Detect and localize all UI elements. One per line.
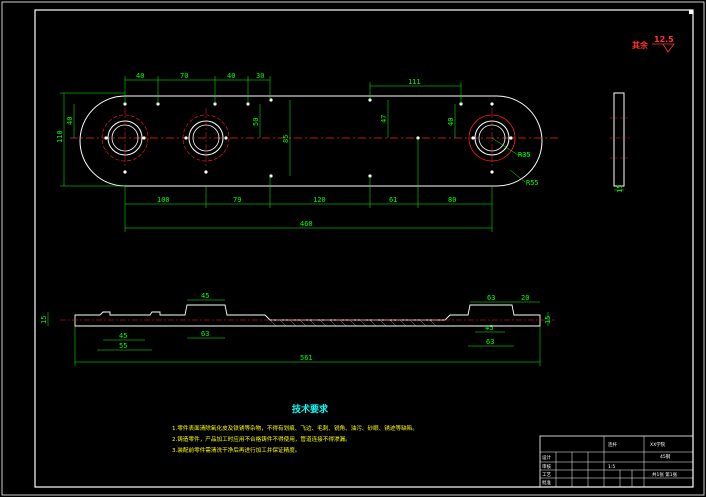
dimension-label: 100 [157,196,170,204]
dimension-label: 30 [256,72,264,80]
dimension-label: 连杆 [608,441,617,448]
dimension-label: 63 [487,294,495,302]
dimension-label: 12.5 [654,35,674,44]
dimension-label: 45 [485,324,493,332]
dimension-label: 111 [408,78,421,86]
dimension-label: 45 [201,292,209,300]
dimension-label: 15 [40,316,48,324]
roughness-symbol: 其余 12.5 [632,35,675,53]
dimension-label: 63 [486,338,494,346]
dimension-label: 40 [447,118,455,126]
dimension-label: XX学院 [650,441,666,448]
inner-frame [34,9,694,488]
dimension-label: 15 [616,185,624,193]
dimension-label: 工艺 [542,472,551,478]
dimension-label: 55 [119,342,127,350]
dimension-label: 40 [136,72,144,80]
dimension-label: 3.装配前零件需清洗干净后再进行加工并保证精度。 [172,446,300,454]
dimension-label: 批准 [542,479,551,486]
dimension-label: 1:5 [608,464,615,470]
dimension-label: 2.铸造零件，产品加工时应用不合格铸件不得使用，管道连接不得渗漏。 [172,435,351,443]
dimension-label: 40 [66,117,74,125]
technical-requirements: 技术要求 1.零件表面清除氧化皮及铁锈等杂物，不得有划痕、飞边、毛刺、锐角、油污… [172,403,418,454]
dimension-label: 61 [389,196,397,204]
dimension-label: 45 [119,332,127,340]
dimension-label: 63 [201,330,209,338]
side-view: 15 [610,92,630,193]
dimension-label: 其余 [632,40,649,50]
dimension-label: 设计 [542,454,551,461]
dimension-label: 70 [180,72,188,80]
section-view: 45 63 20 15 15 45 55 63 45 63 561 [40,292,555,366]
dimension-label: 80 [448,196,456,204]
dimension-label: 20 [521,294,529,302]
dimension-label: 50 [252,118,260,126]
dimension-label: 561 [300,354,313,362]
dimension-label: 15 [544,316,552,324]
dimension-label: R35 [518,151,531,159]
dimension-label: 45钢 [660,453,671,460]
dimension-label: 共1张 第1张 [652,471,678,478]
dimension-label: 110 [56,130,64,143]
title-block: 连杆 XX学院 45钢 1:5 共1张 第1张 设计 审核 工艺 批准 [539,435,694,488]
dimension-label: 79 [233,196,241,204]
plan-view: 40 70 40 30 111 110 40 50 85 47 40 100 7… [56,72,560,232]
dimension-label: R55 [526,179,539,187]
dimension-label: 40 [227,72,235,80]
dimension-label: 1.零件表面清除氧化皮及铁锈等杂物，不得有划痕、飞边、毛刺、锐角、油污、砂眼、锈… [172,424,418,432]
dimension-label: 47 [380,115,388,123]
dimension-label: 技术要求 [292,403,329,415]
corner-mark [689,10,693,14]
dimension-label: 审核 [542,463,551,470]
dimension-label: 460 [300,220,313,228]
dimension-label: 85 [282,135,290,143]
dimension-label: 120 [313,196,326,204]
